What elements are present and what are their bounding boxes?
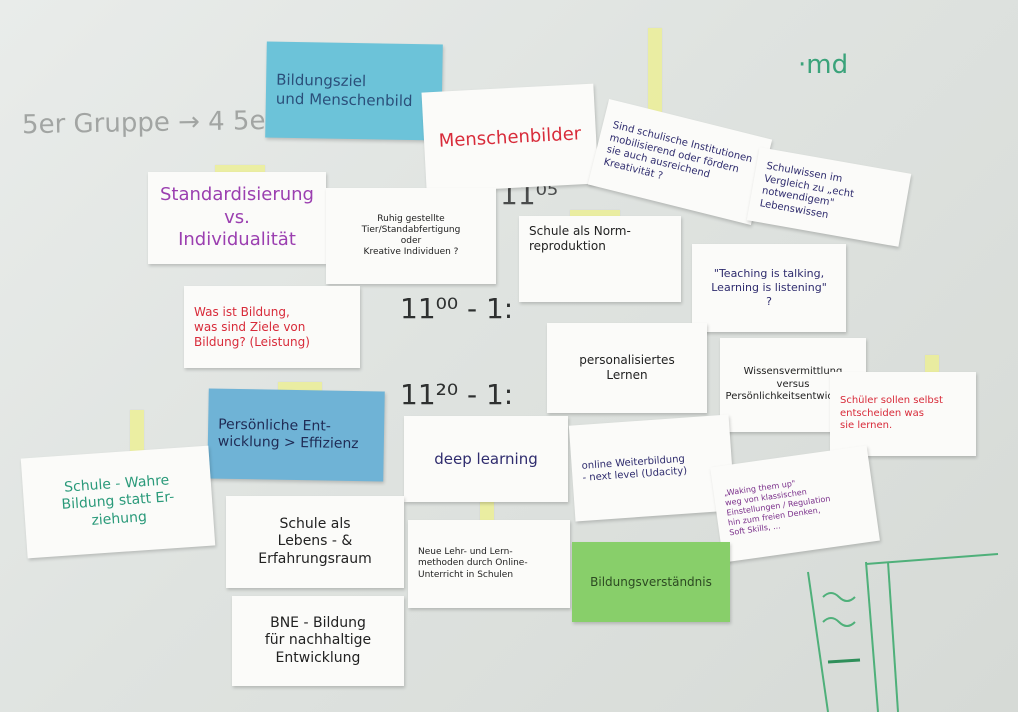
card-text: Schule als Lebens - & Erfahrungsraum [258, 515, 372, 567]
board-note-md: ·md [798, 50, 849, 80]
card-text: Was ist Bildung, was sind Ziele von Bild… [194, 304, 310, 349]
board-note-time-2: 11⁰⁰ - 1: [400, 292, 514, 325]
card-bildungsziel: Bildungsziel und Menschenbild [265, 41, 443, 141]
card-schule-lebens: Schule als Lebens - & Erfahrungsraum [226, 496, 404, 588]
card-ruhig-gestellte: Ruhig gestellte Tier/Standabfertigung od… [326, 188, 496, 284]
card-text: Wissensvermittlung versus Persönlichkeit… [725, 366, 861, 403]
card-text: Bildungsverständnis [590, 574, 712, 589]
card-text: Standardisierung vs. Individualität [160, 184, 314, 251]
card-text: Bildungsziel und Menschenbild [275, 70, 413, 111]
card-text: Schulwissen im Vergleich zu „echt notwen… [758, 160, 855, 221]
card-bildungsverstaendnis: Bildungsverständnis [572, 542, 730, 622]
card-deep-learning: deep learning [404, 416, 568, 502]
card-text: Menschenbilder [438, 123, 582, 152]
tape [648, 28, 662, 118]
card-text: Sind schulische Institutionen mobilisier… [602, 119, 754, 182]
card-standardisierung: Standardisierung vs. Individualität [148, 172, 326, 264]
card-schulwissen: Schulwissen im Vergleich zu „echt notwen… [746, 147, 912, 247]
card-bne: BNE - Bildung für nachhaltige Entwicklun… [232, 596, 404, 686]
card-text: deep learning [434, 449, 538, 468]
card-persoenliche: Persönliche Ent- wicklung > Effizienz [207, 388, 385, 482]
board-note-time-3: 11²⁰ - 1: [400, 378, 514, 411]
card-waking: „Waking them up" weg von klassischen Ein… [710, 445, 880, 563]
card-text: online Weiterbildung - next level (Udaci… [581, 453, 688, 484]
card-text: Schule als Norm- reproduktion [529, 224, 631, 253]
card-text: Neue Lehr- und Lern- methoden durch Onli… [418, 547, 528, 580]
card-text: "Teaching is talking, Learning is listen… [711, 267, 827, 308]
card-text: BNE - Bildung für nachhaltige Entwicklun… [264, 614, 372, 666]
card-text: „Waking them up" weg von klassischen Ein… [723, 478, 831, 538]
card-schueler-sollen: Schüler sollen selbst entscheiden was si… [830, 372, 976, 456]
board-note-gruppe: 5er Gruppe → 4 5er [21, 105, 277, 141]
card-text: Schüler sollen selbst entscheiden was si… [840, 395, 943, 432]
card-schulische-institutionen: Sind schulische Institutionen mobilisier… [587, 98, 773, 226]
card-schule-norm: Schule als Norm- reproduktion [519, 216, 681, 302]
card-was-ist-bildung: Was ist Bildung, was sind Ziele von Bild… [184, 286, 360, 368]
card-neue-lehr: Neue Lehr- und Lern- methoden durch Onli… [408, 520, 570, 608]
card-text: personalisiertes Lernen [579, 353, 675, 382]
card-text: Ruhig gestellte Tier/Standabfertigung od… [361, 213, 461, 258]
card-teaching: "Teaching is talking, Learning is listen… [692, 244, 846, 332]
card-schule-wahre: Schule - Wahre Bildung statt Er- ziehung [20, 445, 216, 559]
card-menschenbilder: Menschenbilder [421, 83, 599, 193]
card-text: Persönliche Ent- wicklung > Effizienz [217, 416, 359, 453]
sketch-drawing [807, 553, 999, 712]
card-personalisiertes: personalisiertes Lernen [547, 323, 707, 413]
card-text: Schule - Wahre Bildung statt Er- ziehung [61, 472, 175, 529]
